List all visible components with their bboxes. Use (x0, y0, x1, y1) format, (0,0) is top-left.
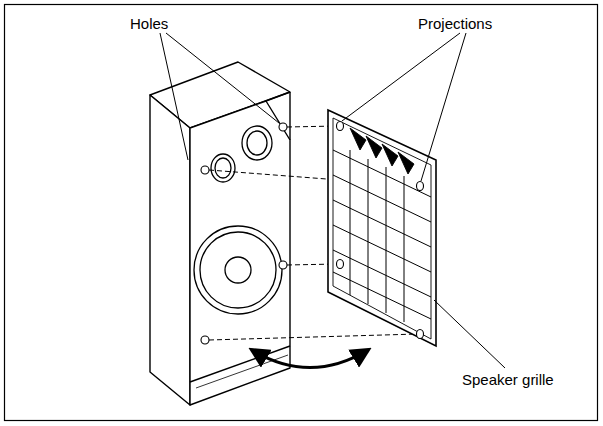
guide-line (209, 334, 418, 340)
mesh-line (333, 250, 431, 297)
cabinet-lip (190, 346, 290, 382)
hole (201, 336, 209, 344)
leader-line (434, 300, 505, 368)
woofer-cone (200, 232, 276, 308)
woofer (194, 226, 282, 314)
part-label: Holes (130, 16, 168, 31)
hole (279, 123, 287, 131)
swap-arrow (252, 350, 368, 368)
mesh-line (333, 200, 431, 247)
leader-lines (160, 33, 505, 368)
woofer-cap (225, 257, 251, 283)
tweeter-dome (247, 131, 267, 155)
port-inner (215, 158, 231, 178)
grille-frame (328, 110, 436, 346)
louver (366, 136, 382, 158)
bevel-edge (266, 92, 290, 101)
tweeter (242, 126, 272, 160)
part-label: Projections (418, 16, 492, 31)
hole (279, 261, 287, 269)
projection (417, 330, 424, 339)
speaker-grille (328, 110, 436, 346)
holes (201, 123, 287, 344)
hole (201, 166, 209, 174)
projection (417, 182, 424, 191)
mesh-line (333, 272, 431, 319)
part-label: Speaker grille (462, 372, 554, 387)
mesh-line (404, 176, 405, 322)
mesh-line (350, 150, 351, 295)
bevel-edge (289, 92, 290, 140)
louver (350, 128, 366, 150)
grille-inner (333, 118, 431, 339)
mesh-line (333, 225, 431, 272)
speaker-cabinet (150, 62, 290, 405)
leader-line (342, 33, 460, 121)
louver (398, 152, 414, 174)
frame (5, 5, 598, 421)
leader-line (160, 33, 188, 160)
leader-line (166, 33, 279, 123)
louvers (350, 128, 414, 174)
projection (337, 122, 344, 131)
mesh-line (386, 167, 387, 313)
mesh-line (333, 175, 431, 222)
mesh-line (333, 150, 431, 197)
grille-mesh (333, 150, 431, 322)
projection (337, 260, 344, 269)
mesh-line (368, 159, 369, 304)
leader-line (421, 33, 466, 181)
projections (337, 122, 424, 339)
cabinet-front (190, 101, 290, 405)
port (211, 154, 235, 182)
drivers (194, 126, 282, 314)
louver (382, 144, 398, 166)
